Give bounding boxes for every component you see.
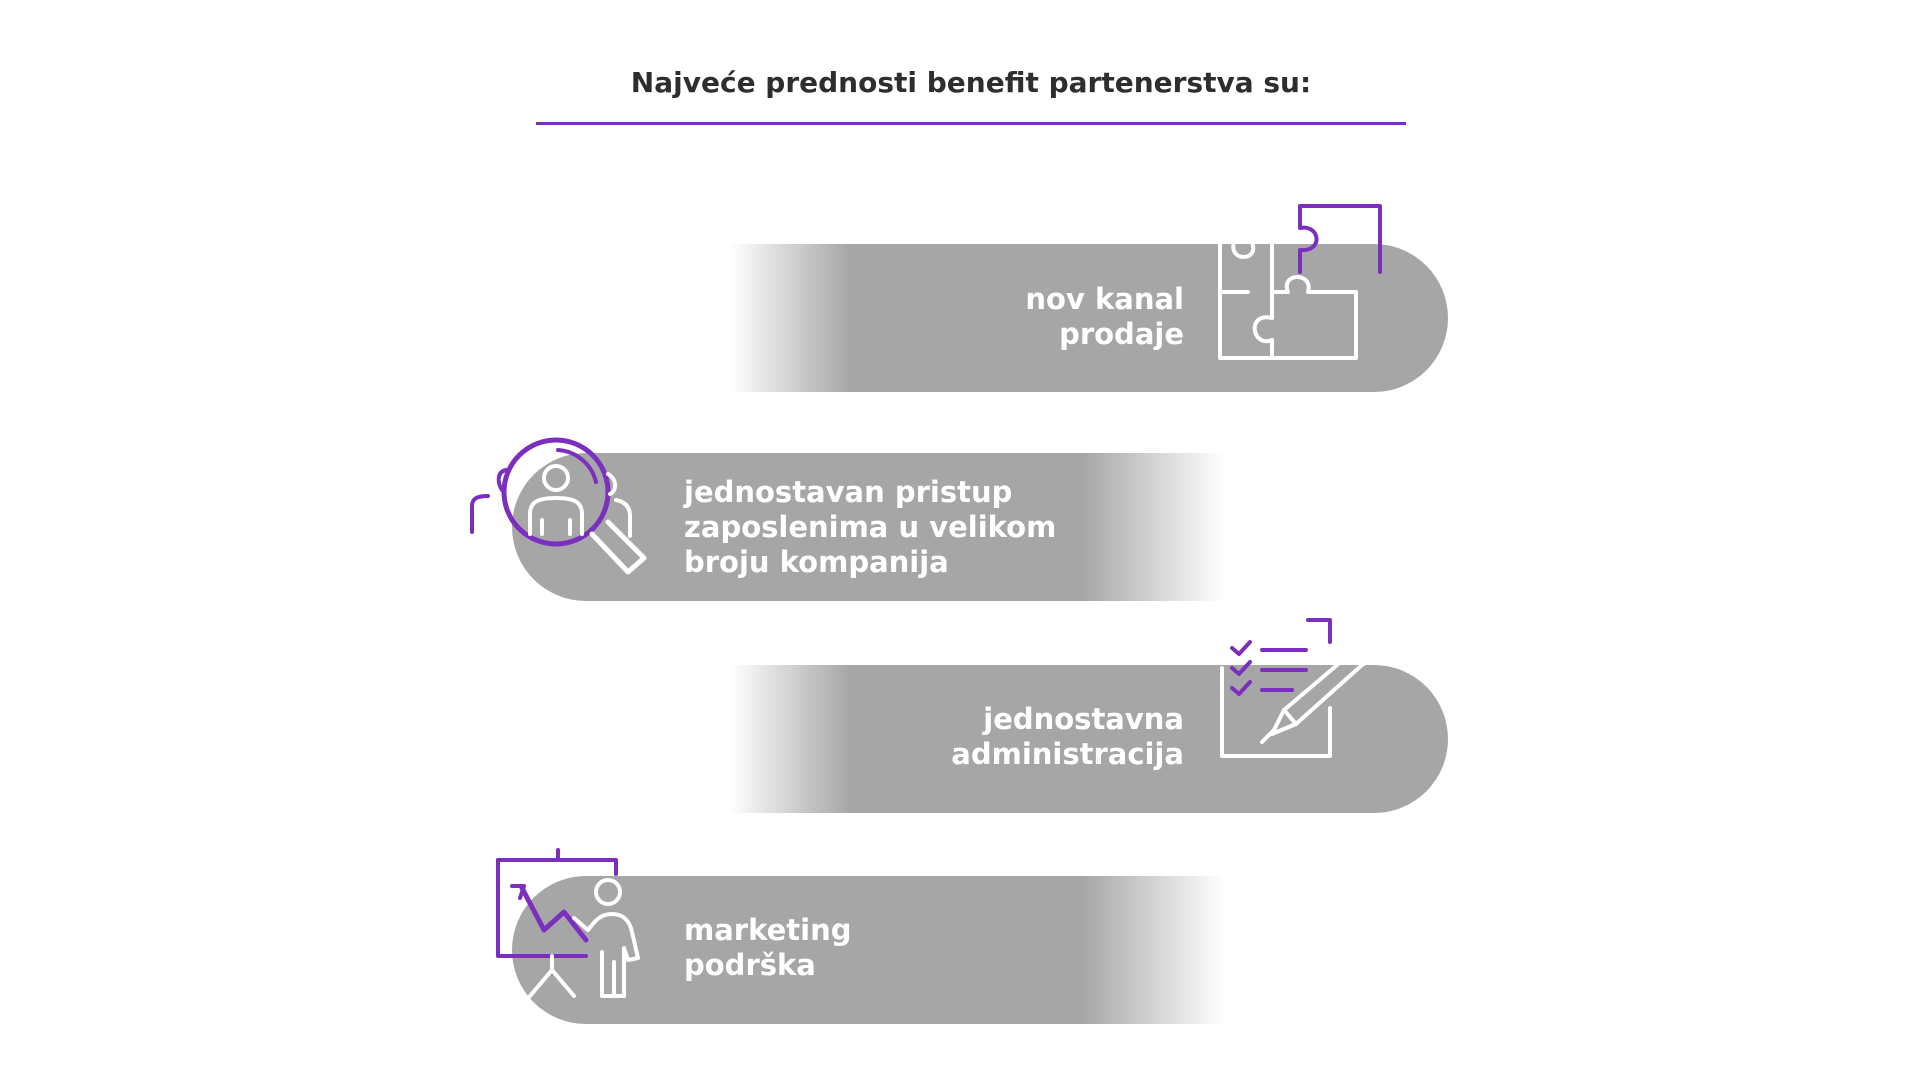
benefit-label-sales-channel: nov kanal prodaje [784,282,1184,352]
puzzle-icon [1218,204,1382,360]
benefit-label-line: jednostavan pristup [684,475,1013,509]
benefit-label-line: jednostavna [983,702,1184,736]
benefit-card-marketing [512,876,1224,1024]
benefit-label-line: nov kanal [1025,282,1184,316]
title-divider [536,122,1406,125]
benefit-label-line: administracija [951,737,1184,771]
benefit-label-administration: jednostavna administracija [784,702,1184,772]
benefit-label-line: zaposlenima u velikom [684,510,1057,544]
benefit-label-line: podrška [684,948,816,982]
people-search-icon [470,437,647,575]
benefit-label-employee-access: jednostavan pristup zaposlenima u veliko… [684,475,1244,580]
benefit-label-marketing: marketing podrška [684,913,1244,983]
presentation-chart-icon [496,848,640,998]
benefit-card-sales-channel [730,244,1448,392]
page-title: Najveće prednosti benefit partenerstva s… [630,66,1312,99]
benefit-label-line: marketing [684,913,852,947]
checklist-pen-icon [1220,618,1374,758]
benefit-label-line: broju kompanija [684,545,949,579]
benefit-label-line: prodaje [1059,317,1184,351]
